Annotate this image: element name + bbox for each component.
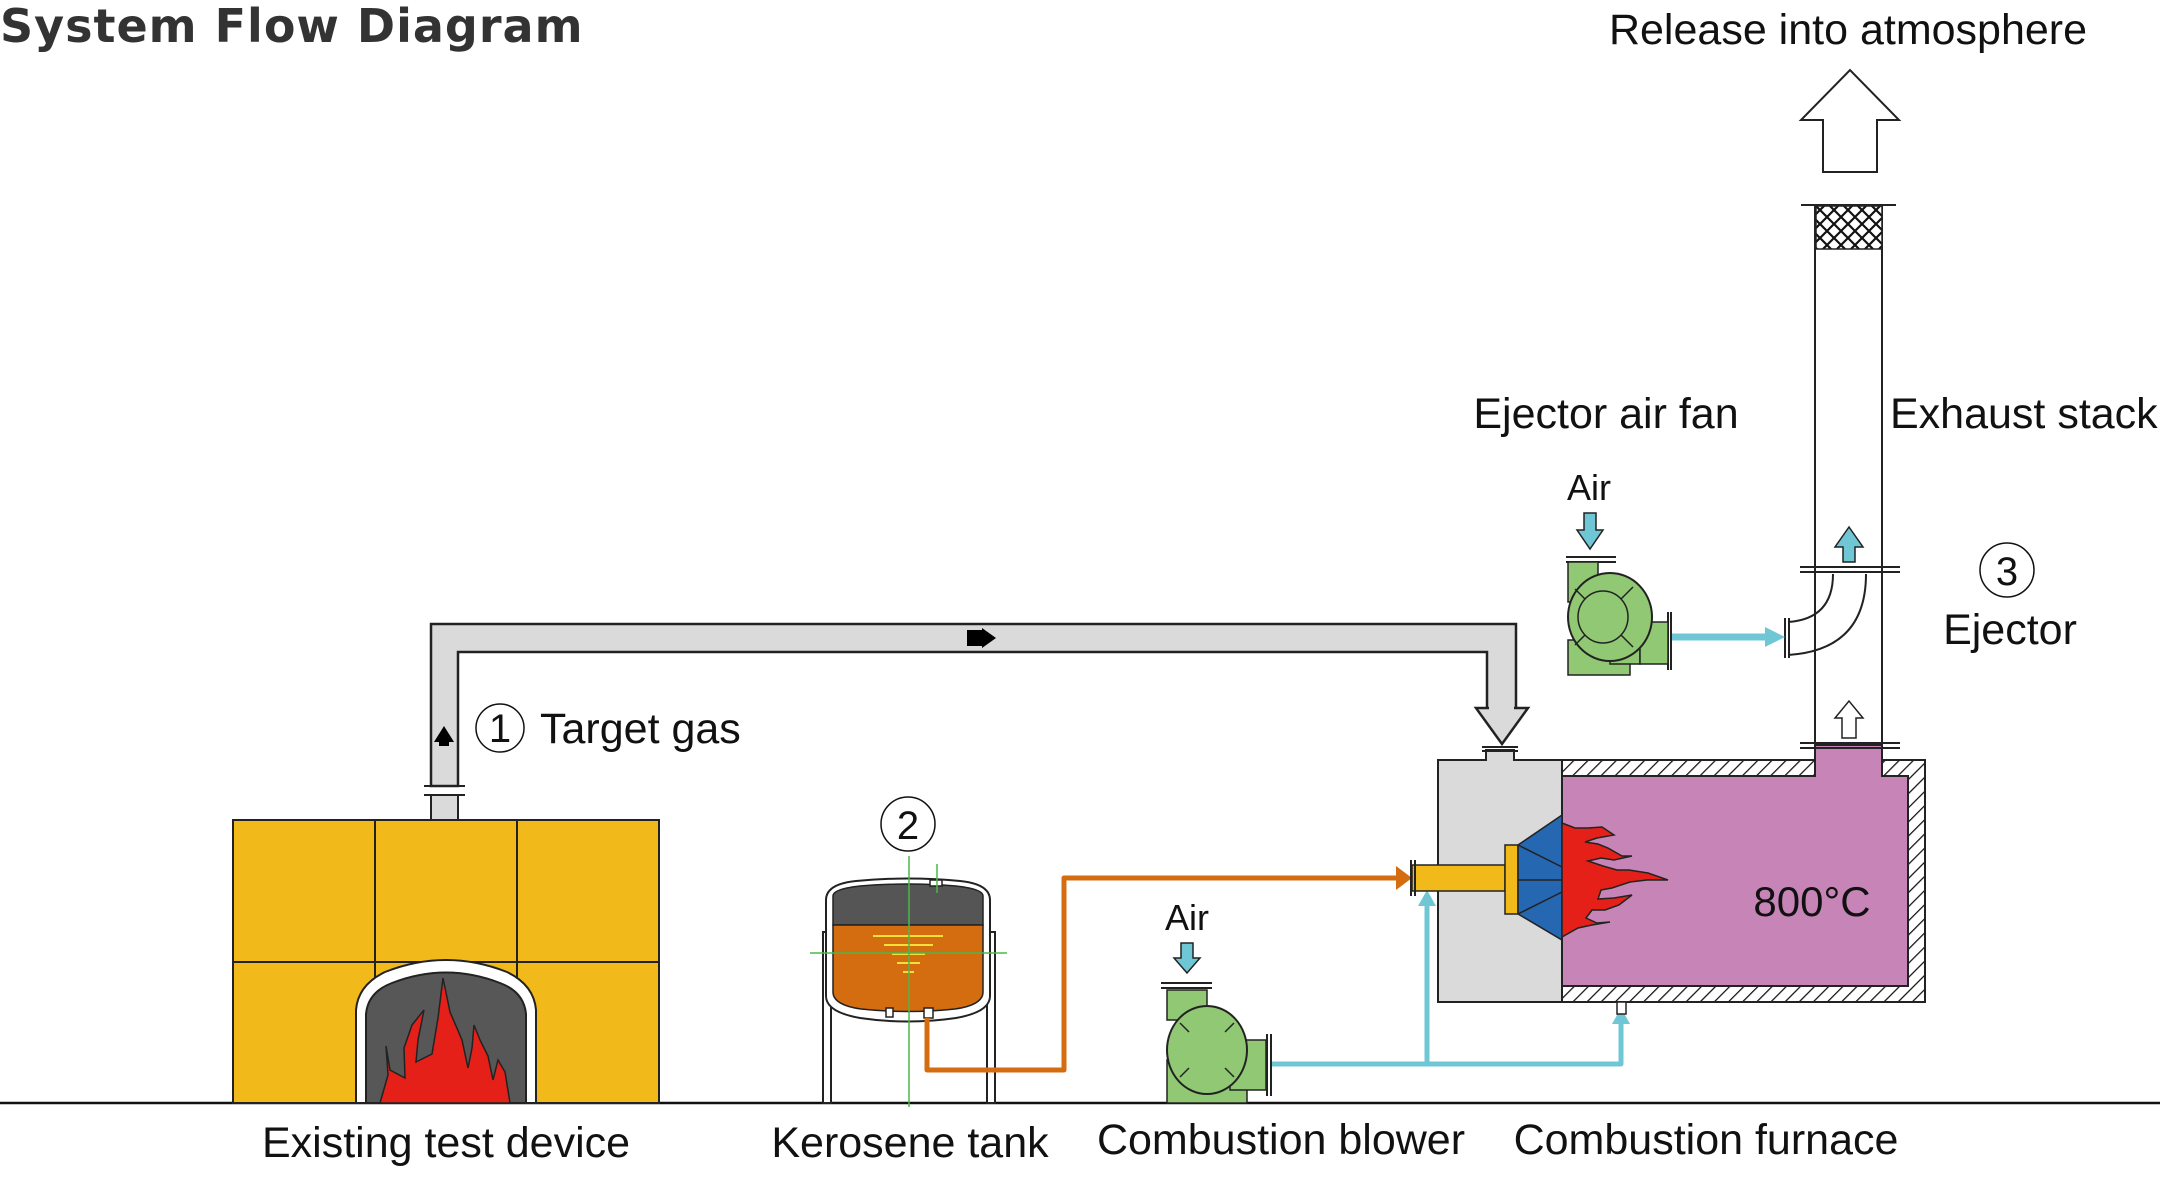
pipe-stub	[430, 794, 459, 821]
combustion-furnace[interactable]	[1410, 744, 1926, 1015]
flow-arrow-up-icon	[434, 726, 454, 746]
burner-line	[1517, 844, 1563, 868]
burner-plate	[1504, 844, 1519, 915]
flame-icon	[1561, 821, 1669, 939]
ejector-elbow	[1787, 573, 1867, 656]
page-title: System Flow Diagram	[0, 0, 584, 53]
burner-line	[1517, 891, 1563, 915]
ejector-flow-arrow-icon	[1833, 525, 1865, 563]
furnace-bottom-nozzle	[1616, 1001, 1627, 1015]
fuel-line	[924, 875, 1398, 1073]
fan-vane	[1620, 586, 1634, 600]
blower-vane	[1179, 1067, 1190, 1078]
ejector-label: Ejector	[1943, 606, 2077, 654]
fan-impeller	[1577, 590, 1629, 644]
stack-mesh	[1815, 205, 1883, 250]
fire-icon	[379, 977, 511, 1104]
release-arrow-icon	[1798, 68, 1902, 173]
gas-pipe-cover	[1489, 700, 1514, 712]
existing-test-device[interactable]	[232, 819, 660, 1104]
tank-outlet	[923, 1007, 934, 1019]
ejector-air-fan-label: Ejector air fan	[1473, 390, 1738, 438]
tank-vent	[929, 879, 943, 887]
blower-housing	[1166, 1005, 1248, 1095]
ejector-air-fan[interactable]	[1566, 556, 1672, 676]
tank-top	[832, 883, 984, 926]
fan-vane	[1574, 588, 1586, 600]
kerosene-tank-label: Kerosene tank	[771, 1119, 1049, 1167]
marker-3-circle	[1979, 542, 2035, 598]
fan-vane	[1620, 634, 1634, 648]
combustion-blower[interactable]	[1161, 982, 1272, 1104]
combustion-furnace-label: Combustion furnace	[1514, 1116, 1899, 1164]
burner-air-arrow-icon	[1418, 890, 1436, 906]
combustion-air-line	[1272, 1020, 1624, 1067]
fan-vane	[1574, 634, 1586, 646]
ejector-air-arrow-icon	[1765, 627, 1785, 647]
exhaust-stack-label: Exhaust stack	[1890, 390, 2158, 438]
kerosene-tank[interactable]	[810, 856, 1007, 1107]
combustion-blower-label: Combustion blower	[1097, 1116, 1465, 1164]
blower-vane	[1179, 1022, 1190, 1033]
gas-inlet-arrow-icon	[1473, 706, 1531, 747]
fuel-arrow-icon	[1396, 866, 1412, 890]
kerosene-fill	[832, 924, 984, 1013]
marker-1: 1	[489, 707, 511, 751]
release-label: Release into atmosphere	[1609, 6, 2087, 54]
flow-arrow-right-icon	[967, 628, 996, 648]
marker-2: 2	[897, 804, 919, 848]
target-gas-label: Target gas	[540, 705, 741, 753]
marker-2-circle	[880, 796, 936, 852]
exhaust-arrow-icon	[1833, 699, 1865, 739]
burner-pipe	[1411, 864, 1506, 892]
fan-air-arrow-icon	[1575, 512, 1605, 551]
furnace-chamber	[1561, 744, 1909, 987]
fan-air-label: Air	[1567, 467, 1611, 508]
blower-vane	[1224, 1022, 1235, 1033]
blower-air-arrow-icon	[1172, 942, 1202, 975]
blower-air-label: Air	[1165, 897, 1209, 938]
furnace-temperature: 800°C	[1753, 878, 1870, 925]
marker-3: 3	[1996, 550, 2018, 594]
target-gas-pipe	[424, 622, 1531, 821]
exhaust-stack[interactable]	[1784, 204, 1900, 760]
marker-1-circle	[475, 703, 525, 753]
furnace-air-arrow-icon	[1612, 1008, 1630, 1024]
blower-vane	[1224, 1067, 1235, 1078]
tank-nozzle	[885, 1007, 894, 1018]
existing-test-device-label: Existing test device	[262, 1119, 630, 1167]
